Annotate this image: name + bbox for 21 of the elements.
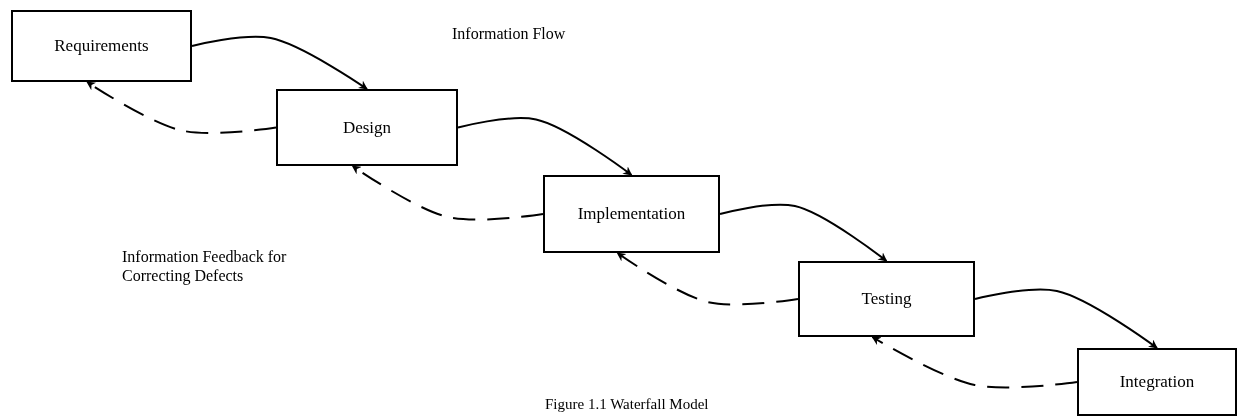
box-label: Requirements	[54, 36, 149, 56]
dashed-arrow	[871, 336, 1078, 389]
process-box	[11, 10, 192, 82]
box-label: Implementation	[577, 204, 686, 224]
arrow	[719, 203, 888, 262]
annotation-text: Information Flow	[452, 24, 567, 43]
box-label: Testing	[861, 289, 912, 309]
process-box	[543, 175, 720, 253]
arrow	[457, 117, 633, 176]
process-box	[798, 261, 975, 337]
dashed-arrow	[351, 165, 544, 221]
arrow	[191, 35, 368, 90]
process-box	[1077, 348, 1237, 416]
annotation-text: Information Feedback for Correcting Defects	[122, 247, 288, 285]
figure-caption: Figure 1.1 Waterfall Model	[545, 396, 709, 413]
dashed-arrow	[616, 252, 799, 306]
dashed-arrow	[86, 81, 277, 134]
box-label: Design	[342, 117, 392, 138]
box-label: Integration	[1119, 372, 1195, 392]
arrow	[974, 288, 1158, 349]
process-box	[276, 89, 458, 166]
